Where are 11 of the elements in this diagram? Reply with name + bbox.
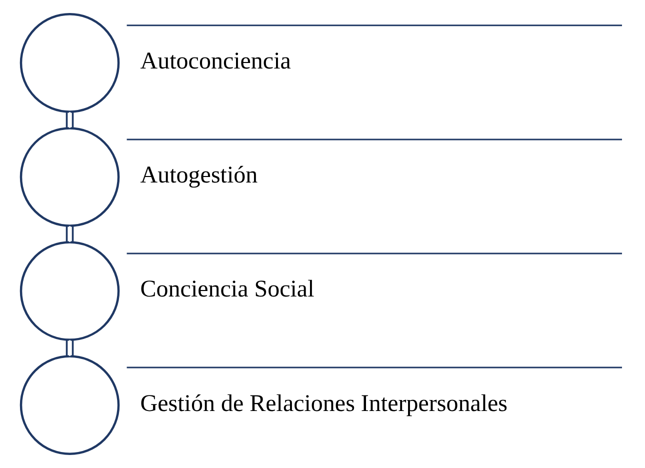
node-text: Conciencia Social [140,276,314,303]
connector [65,340,74,356]
node-circle [19,355,120,455]
node-circle [19,127,120,227]
connector [65,112,74,128]
node-circle [19,13,120,113]
connector [65,226,74,242]
node-text: Gestión de Relaciones Interpersonales [140,390,508,417]
node-text: Autoconciencia [140,48,290,75]
node-text: Autogestión [140,162,258,189]
node-circle [19,241,120,341]
